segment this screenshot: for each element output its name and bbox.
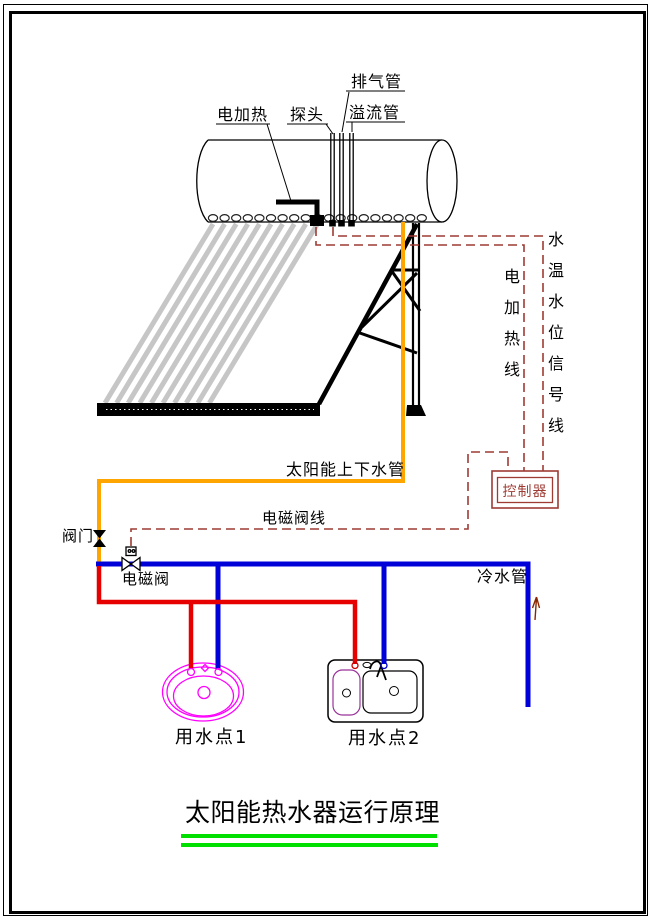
title-underline	[181, 834, 438, 847]
cold-water-pipes	[96, 561, 531, 707]
label-sink1: 用水点1	[175, 727, 249, 748]
label-water-temp-level-signal-wire: 水温水位信号线	[545, 231, 564, 448]
heater-wire-line	[315, 227, 525, 471]
collector-base-bar	[97, 403, 320, 416]
label-exhaust-pipe: 排气管	[351, 72, 403, 91]
tank-outline	[196, 139, 458, 223]
label-solenoid-valve: 电磁阀	[122, 570, 171, 588]
sink2-basin	[327, 659, 424, 723]
page-title: 太阳能热水器运行原理	[185, 798, 441, 827]
hot-water-pipes	[96, 566, 358, 669]
label-controller: 控制器	[502, 484, 548, 500]
solenoid-wire-line	[130, 451, 509, 546]
label-electric-heater-wire: 电加热线	[501, 268, 520, 392]
label-overflow-pipe: 溢流管	[349, 103, 401, 122]
tap-points	[186, 661, 388, 677]
solenoid-valve-icon	[121, 546, 141, 572]
drawing-border-inner	[9, 11, 646, 914]
electric-heater-element	[276, 199, 324, 226]
controller-box	[491, 470, 559, 509]
label-leader-lines	[216, 90, 405, 202]
manual-valve-icon	[93, 530, 106, 547]
vacuum-tubes	[102, 222, 320, 405]
solar-updown-pipe	[97, 222, 405, 562]
support-frame	[317, 222, 426, 416]
drawing-border-outer	[3, 4, 648, 916]
flow-arrow-icon	[531, 596, 541, 621]
label-solenoid-valve-wire: 电磁阀线	[262, 509, 327, 527]
signal-wire-line	[332, 227, 544, 471]
label-cold-water-pipe: 冷水管	[477, 567, 529, 586]
sink1-basin	[161, 662, 245, 722]
control-wires	[130, 227, 544, 546]
tank-pipes	[329, 133, 355, 227]
label-valve: 阀门	[62, 527, 95, 545]
label-sink2: 用水点2	[348, 728, 422, 749]
label-electric-heater: 电加热	[217, 105, 269, 124]
label-probe: 探头	[290, 105, 325, 124]
label-solar-updown-pipe: 太阳能上下水管	[286, 460, 406, 479]
